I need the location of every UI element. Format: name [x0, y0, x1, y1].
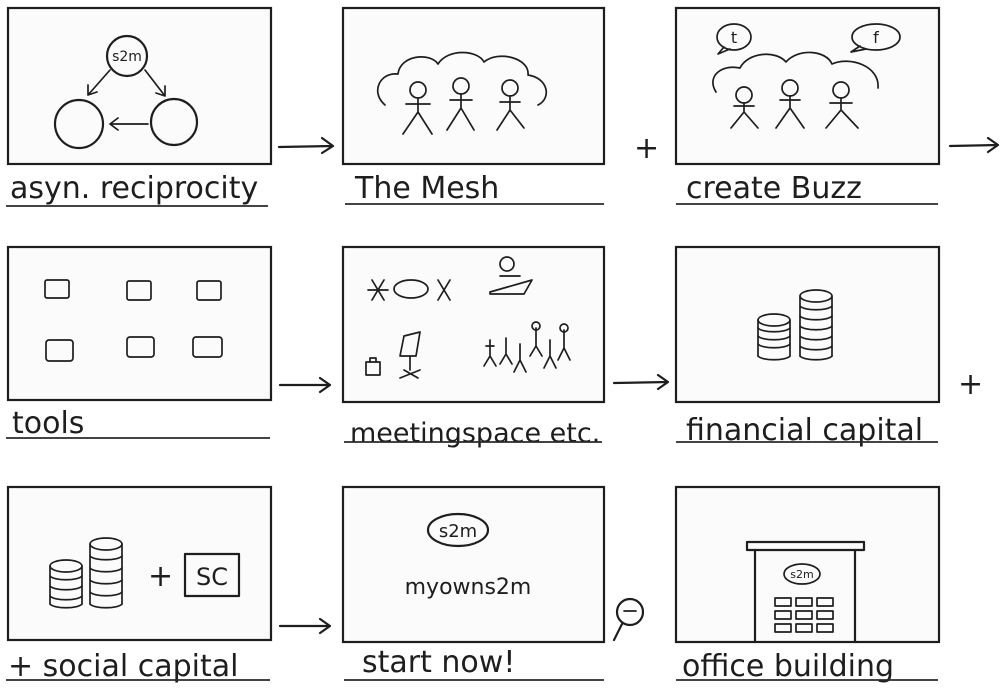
- panel-financial-capital: [674, 245, 941, 404]
- panel-frame: [6, 6, 273, 166]
- buzz-people-icon: t f: [712, 23, 901, 129]
- panel-frame: [341, 6, 606, 166]
- panel-frame: [6, 485, 273, 642]
- s2m-logo-text: s2m: [439, 521, 477, 542]
- myowns2m-text: myowns2m: [405, 575, 532, 600]
- arrow-right-icon: [277, 136, 335, 155]
- caption-start-now: start now!: [362, 645, 515, 680]
- panel-frame: [341, 245, 606, 404]
- panel-asyn-reciprocity: s2m: [6, 6, 273, 166]
- panel-social-capital: + SC: [6, 485, 273, 642]
- facebook-bubble-letter: f: [873, 28, 879, 47]
- people-cloud-icon: [376, 51, 548, 135]
- panel-frame: [674, 6, 941, 166]
- arrow-right-icon: [278, 617, 332, 635]
- arrow-right-icon: [612, 373, 670, 391]
- office-chair-icon: [365, 331, 421, 379]
- panel-tools: [6, 245, 273, 402]
- caption-meetingspace: meetingspace etc.: [350, 418, 600, 449]
- plus-sign: +: [148, 559, 173, 594]
- caption-create-buzz: create Buzz: [686, 171, 862, 206]
- panel-meetingspace: [341, 245, 606, 404]
- panel-office-building: s2m: [674, 485, 941, 644]
- social-capital-box-label: SC: [196, 563, 228, 591]
- reciprocity-cycle-icon: s2m: [53, 34, 199, 150]
- panel-start-now: s2m myowns2m: [341, 485, 606, 644]
- panel-frame: [6, 245, 273, 402]
- tools-grid-icon: [44, 279, 223, 362]
- meeting-table-icon: [367, 279, 451, 301]
- arrow-right-icon: [948, 136, 1000, 154]
- caption-the-mesh: The Mesh: [354, 171, 499, 206]
- caption-office-building: office building: [682, 649, 894, 684]
- magnifier-icon: [612, 597, 645, 642]
- twitter-bubble-letter: t: [731, 28, 737, 47]
- panel-frame: [674, 245, 941, 404]
- office-building-icon: s2m: [745, 540, 866, 644]
- panel-the-mesh: [341, 6, 606, 166]
- plus-operator: +: [958, 367, 983, 402]
- panel-frame: [341, 485, 606, 644]
- caption-social-capital: + social capital: [8, 649, 238, 684]
- coin-stacks-icon: [49, 537, 123, 609]
- plus-operator: +: [634, 131, 659, 166]
- arrow-right-icon: [278, 376, 332, 394]
- s2m-logo-ellipse: [426, 512, 490, 548]
- coin-stacks-icon: [757, 289, 833, 361]
- s2m-logo-text: s2m: [112, 49, 142, 65]
- panel-create-buzz: t f: [674, 6, 941, 166]
- s2m-logo-text: s2m: [790, 568, 813, 581]
- caption-tools: tools: [12, 406, 84, 441]
- social-capital-box: [183, 552, 241, 598]
- presenter-icon: [489, 256, 533, 295]
- caption-asyn-reciprocity: asyn. reciprocity: [10, 171, 258, 206]
- crowd-icon: [483, 321, 571, 373]
